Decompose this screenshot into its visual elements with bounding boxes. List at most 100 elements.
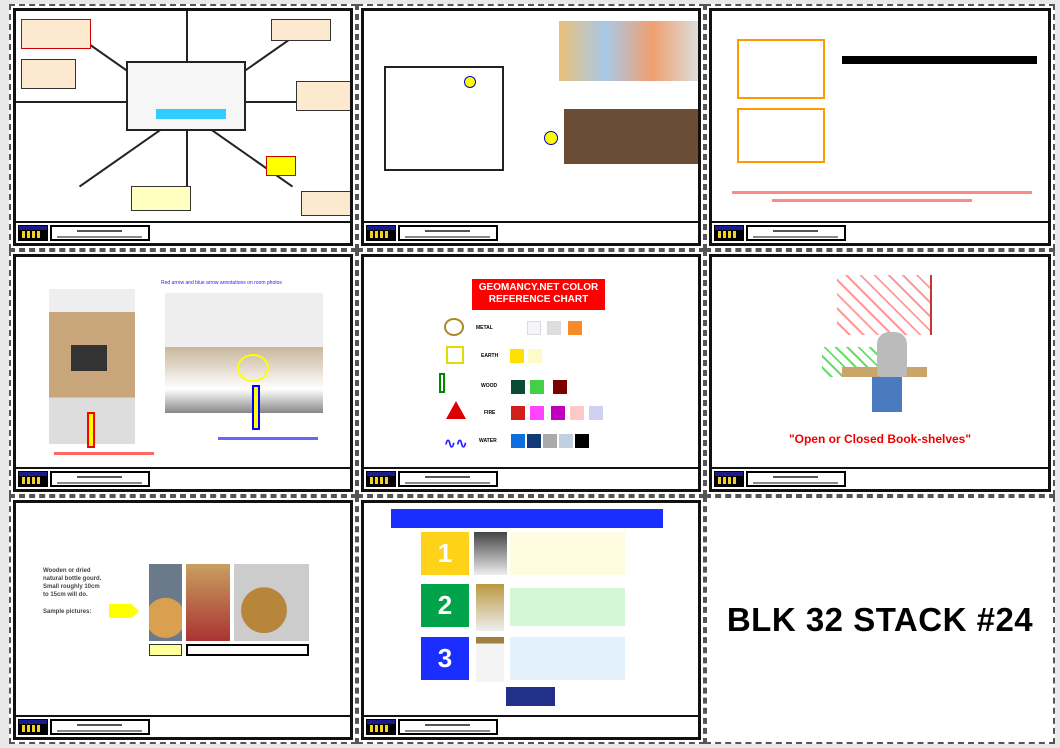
slide-floor-plan [13,8,353,246]
red-note [732,191,1032,194]
color-swatch [511,434,525,448]
slide-footer [364,715,698,737]
slide-thumb-2[interactable] [357,4,705,250]
slide-steps: 1 2 3 [361,500,701,740]
photo-caption [149,644,182,656]
title-block [398,225,498,241]
logo-icon [366,225,396,241]
slide-footer [364,221,698,243]
title-block [50,471,150,487]
slide-thumb-4[interactable]: Red arrow and blue arrow annotations on … [9,250,357,496]
artwork-photo [564,109,698,164]
blue-caption [218,437,318,440]
title-block [746,471,846,487]
chart-title-line1: GEOMANCY.NET COLOR [478,282,599,293]
logo-icon [18,719,48,735]
slide-color-chart: GEOMANCY.NET COLOR REFERENCE CHART ∿∿ ME… [361,254,701,492]
red-caption [54,452,154,455]
note-box [296,81,350,111]
slide-footer [16,221,350,243]
slide-thumb-3[interactable] [705,4,1055,250]
step-2-photo [476,584,504,631]
slide-footer [16,467,350,489]
arrow-right-icon [109,604,139,618]
slide-gourd: Wooden or dried natural bottle gourd. Sm… [13,500,353,740]
person-legs [872,377,902,412]
slide-bookshelves: "Open or Closed Book-shelves" [709,254,1051,492]
logo-icon [714,225,744,241]
wood-rect-icon [439,373,445,393]
color-swatch [527,434,541,448]
marker-icon [544,131,558,145]
steps-header [391,509,663,528]
red-note [772,199,972,202]
note-box [271,19,331,41]
color-swatch [511,380,525,394]
color-swatch [553,380,567,394]
logo-icon [18,471,48,487]
stack-label: BLK 32 STACK #24 [726,601,1034,638]
step-1-note [510,532,625,575]
color-swatch [528,349,542,363]
color-swatch [527,321,541,335]
blue-arrow-icon [252,385,260,430]
logo-icon [18,225,48,241]
color-swatch [511,406,525,420]
logo-icon [366,719,396,735]
tv [71,345,107,371]
photo-caption [186,644,309,656]
title-block [50,225,150,241]
color-swatch [568,321,582,335]
label-metal: METAL [476,325,493,331]
floor-plan [126,61,246,131]
chart-title: GEOMANCY.NET COLOR REFERENCE CHART [472,279,605,310]
note-box [21,59,76,89]
highlight [156,109,226,119]
slide-artwork [361,8,701,246]
marker-icon [464,76,476,88]
label-water: WATER [479,438,497,444]
brand-logo [506,687,555,706]
slide-thumb-6[interactable]: "Open or Closed Book-shelves" [705,250,1055,496]
slide-thumb-8[interactable]: 1 2 3 [357,496,705,744]
title-block [50,719,150,735]
note-box [737,39,825,99]
color-swatch [570,406,584,420]
slide-caption: "Open or Closed Book-shelves" [788,432,972,446]
gourd-photo [149,564,182,641]
note-box [131,186,191,211]
step-3-note [510,637,625,680]
sample-label: Sample pictures: [43,609,92,615]
logo-icon [366,471,396,487]
note-box [737,108,825,163]
slide-room-photos: Red arrow and blue arrow annotations on … [13,254,353,492]
step-1-photo [474,532,507,575]
title-block [746,225,846,241]
bedroom-photo [165,293,323,413]
color-swatch [559,434,573,448]
red-arrow-icon [87,412,95,448]
shelf-diagram [837,275,932,335]
title-block [398,719,498,735]
color-swatch [575,434,589,448]
step-3-photo [476,637,504,682]
step-1-badge: 1 [421,532,469,575]
metal-circle-icon [444,318,464,336]
gourd-photo [186,564,230,641]
slide-thumb-9[interactable]: BLK 32 STACK #24 [705,496,1055,744]
floor-plan [384,66,504,171]
slide-thumb-7[interactable]: Wooden or dried natural bottle gourd. Sm… [9,496,357,744]
color-swatch [510,349,524,363]
slide-footer [16,715,350,737]
logo-icon [714,471,744,487]
color-swatch [551,406,565,420]
note-box [266,156,296,176]
color-swatch [530,380,544,394]
step-3-badge: 3 [421,637,469,680]
data-table [842,56,1037,106]
highlight-circle [237,354,269,382]
note-box [21,19,91,49]
slide-thumb-5[interactable]: GEOMANCY.NET COLOR REFERENCE CHART ∿∿ ME… [357,250,705,496]
slide-thumb-1[interactable] [9,4,357,250]
color-swatch [530,406,544,420]
